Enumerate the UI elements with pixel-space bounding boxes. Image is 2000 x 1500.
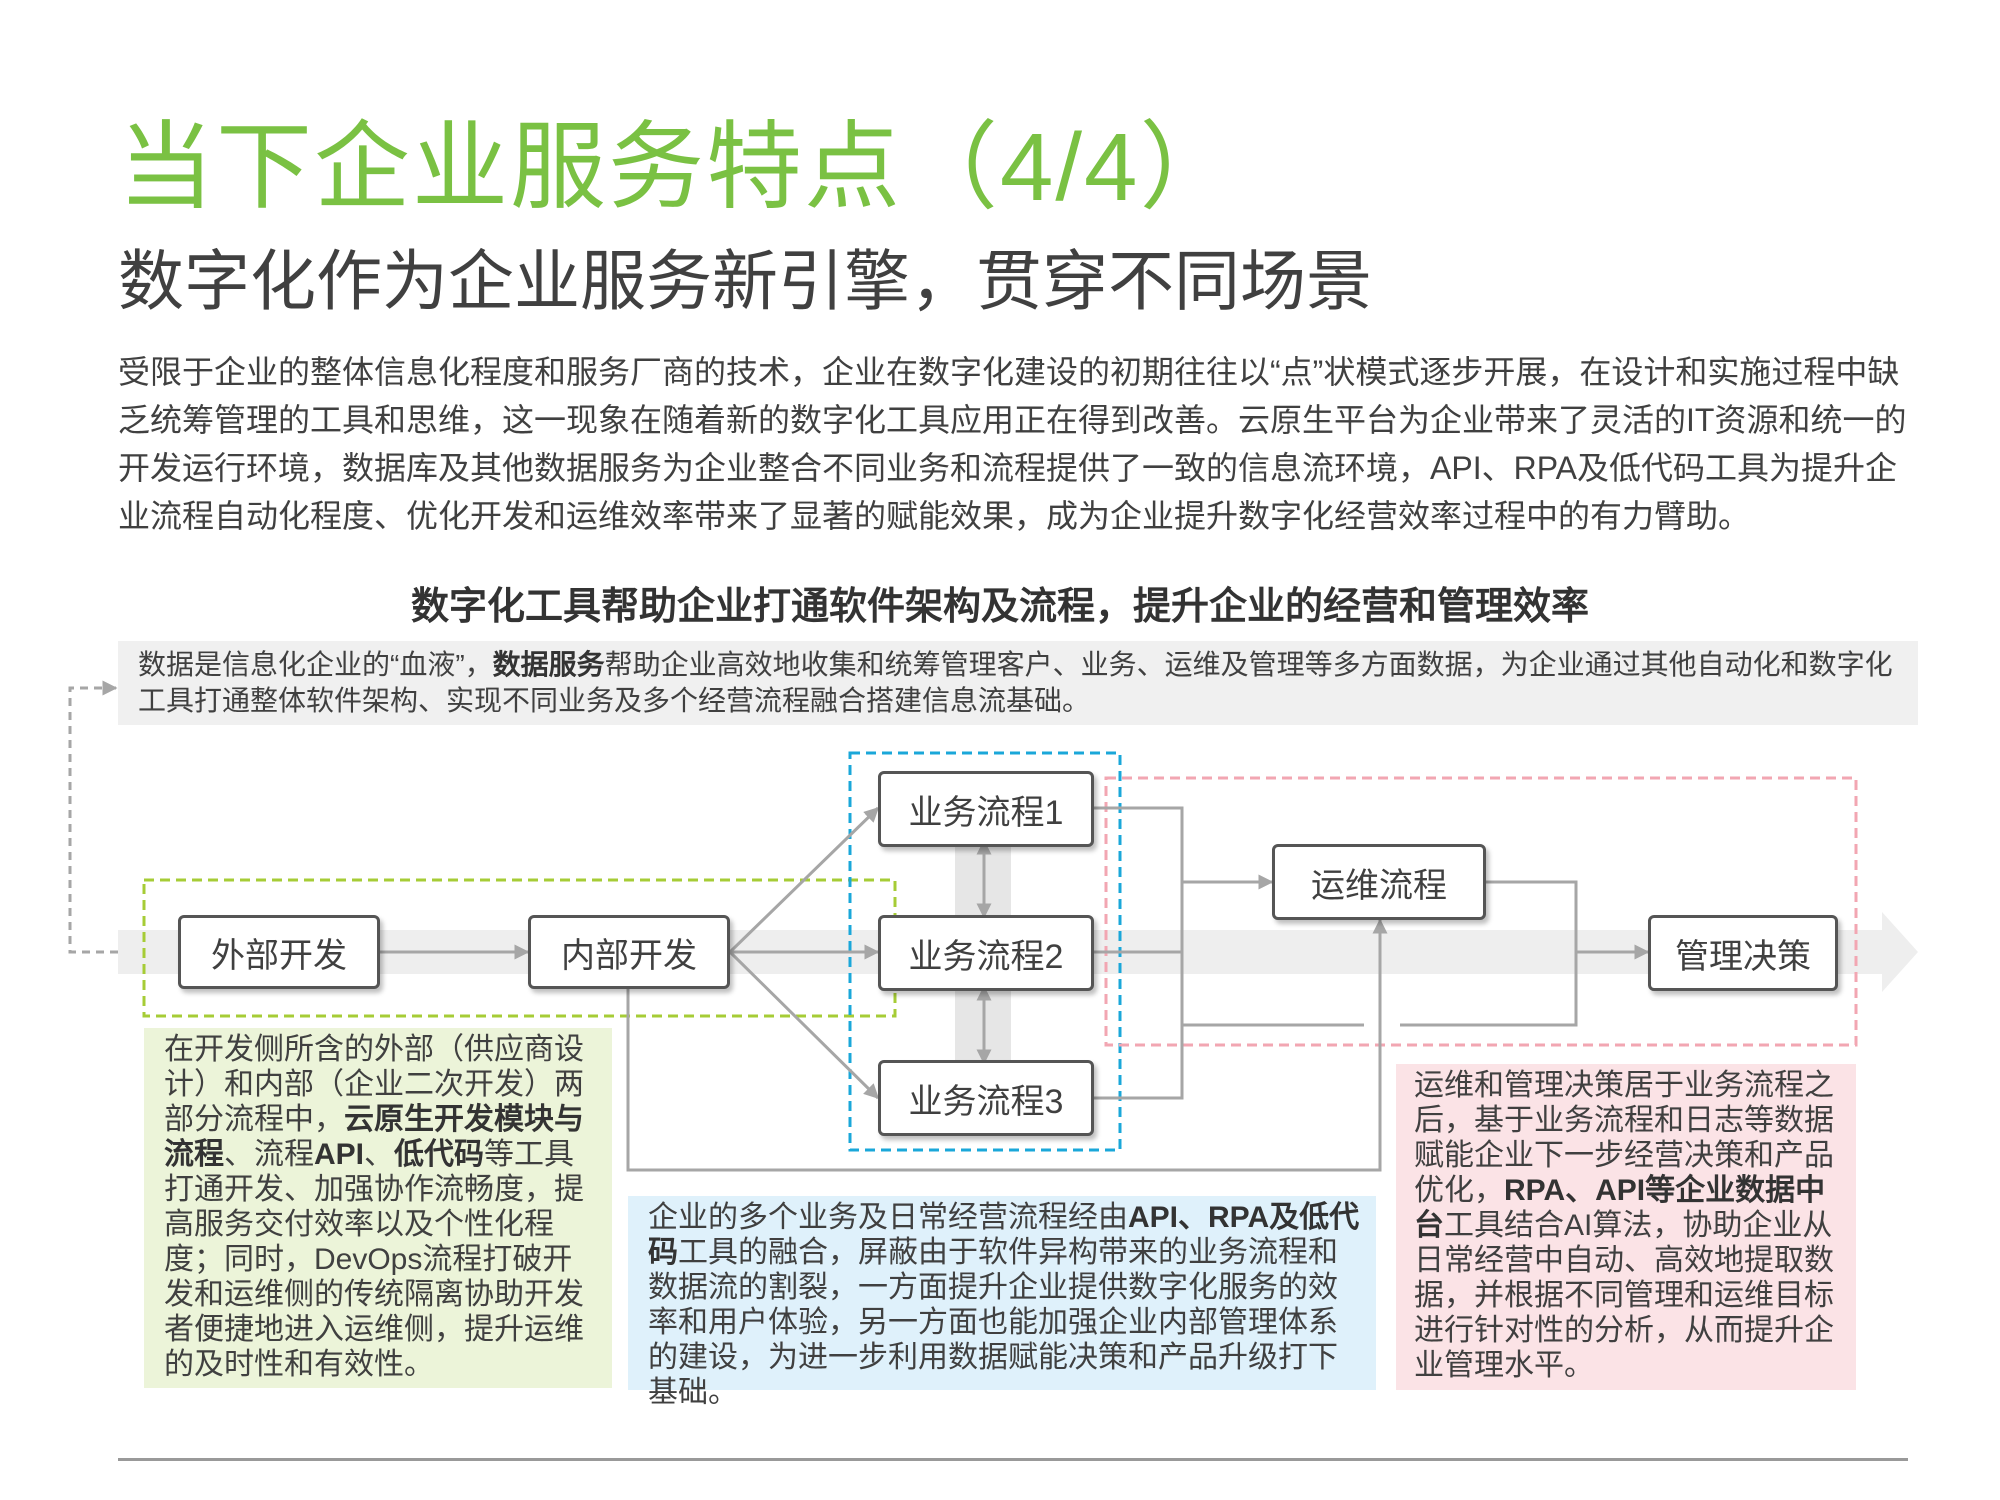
internal-to-process1-arrow bbox=[728, 806, 880, 954]
ops-note-text-1: 运维和管理决策居于业务流程之后，基于业务流程和日志等数据赋能企业下一步经营决策和… bbox=[1414, 1069, 1834, 1207]
diagram-title: 数字化工具帮助企业打通软件架构及流程，提升企业的经营和管理效率 bbox=[410, 586, 1589, 628]
process-bus bbox=[1094, 806, 1184, 1100]
process-note-text-1: 企业的多个业务及日常经营流程经由 bbox=[648, 1201, 1128, 1234]
page-subtitle: 数字化作为企业服务新引擎，贯穿不同场景 bbox=[118, 244, 1372, 318]
ops-note-bold-1: RPA、API等企业数据中台 bbox=[1414, 1174, 1826, 1242]
dev-note-text-3: 、 bbox=[364, 1138, 395, 1171]
internal-to-process3-arrow bbox=[728, 950, 880, 1100]
node-ops-flow: 运维流程 bbox=[1272, 844, 1486, 920]
node-process-2: 业务流程2 bbox=[878, 915, 1094, 991]
node-process-1: 业务流程1 bbox=[878, 771, 1094, 847]
node-process-3: 业务流程3 bbox=[878, 1060, 1094, 1136]
internal-to-ops-loop-arrow bbox=[626, 918, 1388, 1172]
ops-frame bbox=[1104, 776, 1858, 1047]
data-feedback-arrow bbox=[68, 680, 118, 954]
node-external-dev: 外部开发 bbox=[178, 915, 380, 989]
dev-note-text-1: 在开发侧所含的外部（供应商设计）和内部（企业二次开发）两部分流程中， bbox=[164, 1033, 584, 1136]
process-note-bold-1: API、RPA及低代码 bbox=[648, 1201, 1360, 1269]
dev-note: 在开发侧所含的外部（供应商设计）和内部（企业二次开发）两部分流程中，云原生开发模… bbox=[144, 1028, 612, 1388]
dev-note-text-4: 等工具打通开发、加强协作流畅度，提高服务交付效率以及个性化程度；同时，DevOp… bbox=[164, 1138, 584, 1381]
data-service-band: 数据是信息化企业的“血液”，数据服务帮助企业高效地收集和统筹管理客户、业务、运维… bbox=[118, 641, 1918, 725]
process-note-text-2: 工具的融合，屏蔽由于软件异构带来的业务流程和数据流的割裂，一方面提升企业提供数字… bbox=[648, 1236, 1338, 1409]
data-band-text-1: 数据是信息化企业的“血液”， bbox=[138, 649, 493, 680]
node-mgmt-decision: 管理决策 bbox=[1648, 915, 1838, 991]
data-band-bold: 数据服务 bbox=[492, 649, 605, 680]
node-internal-dev: 内部开发 bbox=[528, 915, 730, 989]
intro-paragraph: 受限于企业的整体信息化程度和服务厂商的技术，企业在数字化建设的初期往往以“点”状… bbox=[118, 354, 1907, 534]
process-note: 企业的多个业务及日常经营流程经由API、RPA及低代码工具的融合，屏蔽由于软件异… bbox=[628, 1196, 1376, 1409]
dev-note-bold-2: API bbox=[314, 1138, 365, 1171]
ops-note: 运维和管理决策居于业务流程之后，基于业务流程和日志等数据赋能企业下一步经营决策和… bbox=[1396, 1064, 1856, 1390]
data-band-text-2: 帮助企业高效地收集和统筹管理客户、业务、运维及管理等多方面数据，为企业通过其他自… bbox=[138, 649, 1893, 716]
dev-note-bold-3: 低代码 bbox=[394, 1138, 485, 1171]
page-title: 当下企业服务特点（4/4） bbox=[118, 114, 1238, 221]
dev-note-text-2: 、流程 bbox=[224, 1138, 314, 1171]
bottom-divider bbox=[118, 1458, 1908, 1461]
dev-note-bold-1: 云原生开发模块与流程 bbox=[164, 1103, 584, 1171]
ops-note-text-2: 工具结合AI算法，协助企业从日常经营中自动、高效地提取数据，并根据不同管理和运维… bbox=[1414, 1209, 1834, 1382]
